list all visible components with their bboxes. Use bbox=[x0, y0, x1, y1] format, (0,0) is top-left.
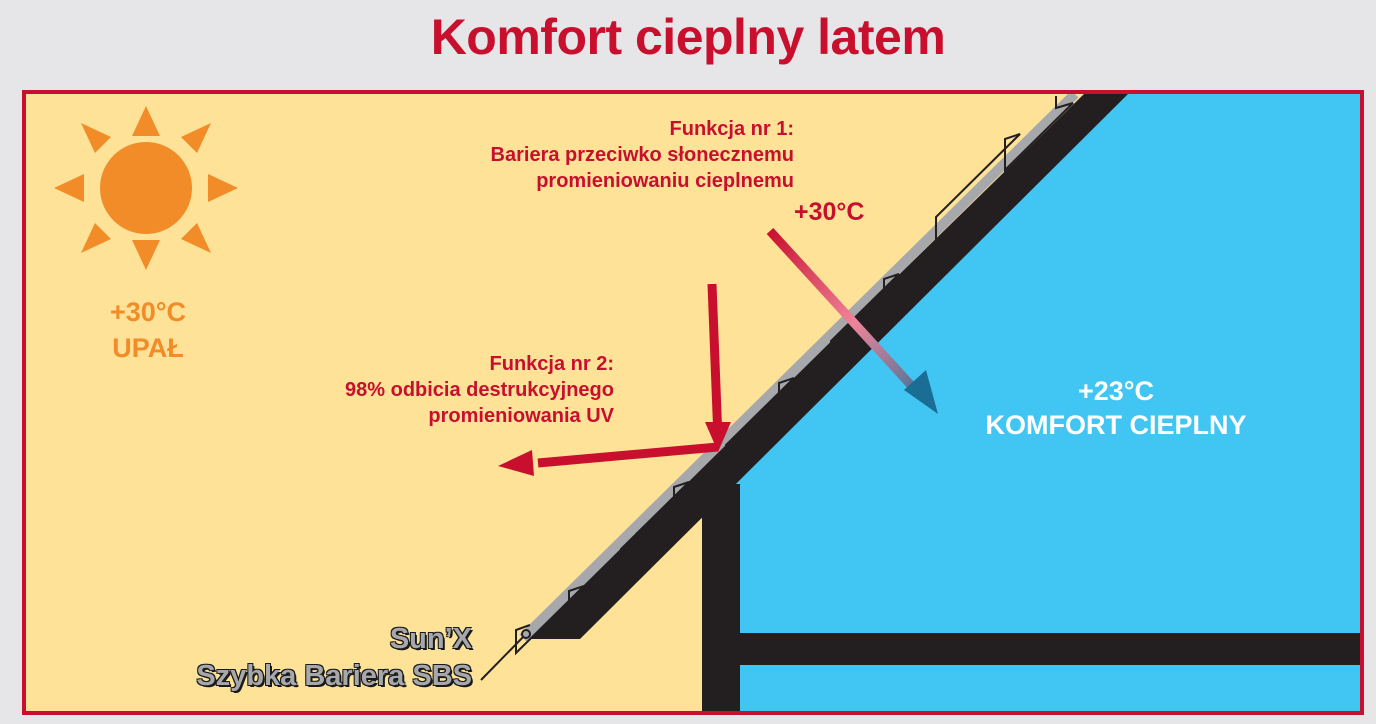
function-1-line: Bariera przeciwko słonecznemu bbox=[490, 144, 794, 166]
sbs-membrane bbox=[519, 94, 1079, 642]
function-2-line: 98% odbicia destrukcyjnego bbox=[345, 379, 614, 401]
outside-temperature: +30°C bbox=[109, 297, 187, 327]
inside-area bbox=[706, 94, 1360, 711]
function-1-line: promieniowaniu cieplnemu bbox=[536, 170, 794, 192]
inside-condition: +23°C KOMFORT CIEPLNY bbox=[966, 374, 1266, 442]
sun-icon bbox=[54, 106, 238, 270]
heat-arrow-icon bbox=[766, 227, 938, 414]
roof-diagram bbox=[26, 94, 1360, 711]
function-2-heading: Funkcja nr 2: bbox=[489, 353, 614, 375]
product-pointer bbox=[480, 629, 531, 681]
heat-temperature-label: +30°C bbox=[794, 198, 865, 226]
wall-post bbox=[702, 484, 740, 711]
product-name: Sun’X bbox=[389, 623, 472, 655]
inside-temperature: +23°C bbox=[1077, 376, 1155, 406]
page-title: Komfort cieplny latem bbox=[430, 9, 946, 65]
inside-label: KOMFORT CIEPLNY bbox=[985, 410, 1247, 440]
function-1-heading: Funkcja nr 1: bbox=[669, 118, 794, 140]
function-2-line: promieniowania UV bbox=[428, 405, 614, 427]
function-2-text: Funkcja nr 2: 98% odbicia destrukcyjnego… bbox=[345, 351, 614, 429]
diagram-frame: Funkcja nr 1: Bariera przeciwko słoneczn… bbox=[22, 90, 1364, 715]
product-label: Sun’X Szybka Bariera SBS bbox=[196, 621, 472, 695]
roof-rafter bbox=[526, 94, 1128, 639]
function-1-text: Funkcja nr 1: Bariera przeciwko słoneczn… bbox=[491, 116, 794, 194]
uv-reflection-arrow-icon bbox=[498, 283, 731, 476]
roof-shingles bbox=[515, 96, 1074, 656]
outside-label: UPAŁ bbox=[112, 333, 184, 363]
product-description: Szybka Bariera SBS bbox=[196, 660, 472, 692]
outside-condition: +30°C UPAŁ bbox=[88, 294, 208, 366]
floor-beam bbox=[726, 633, 1360, 665]
